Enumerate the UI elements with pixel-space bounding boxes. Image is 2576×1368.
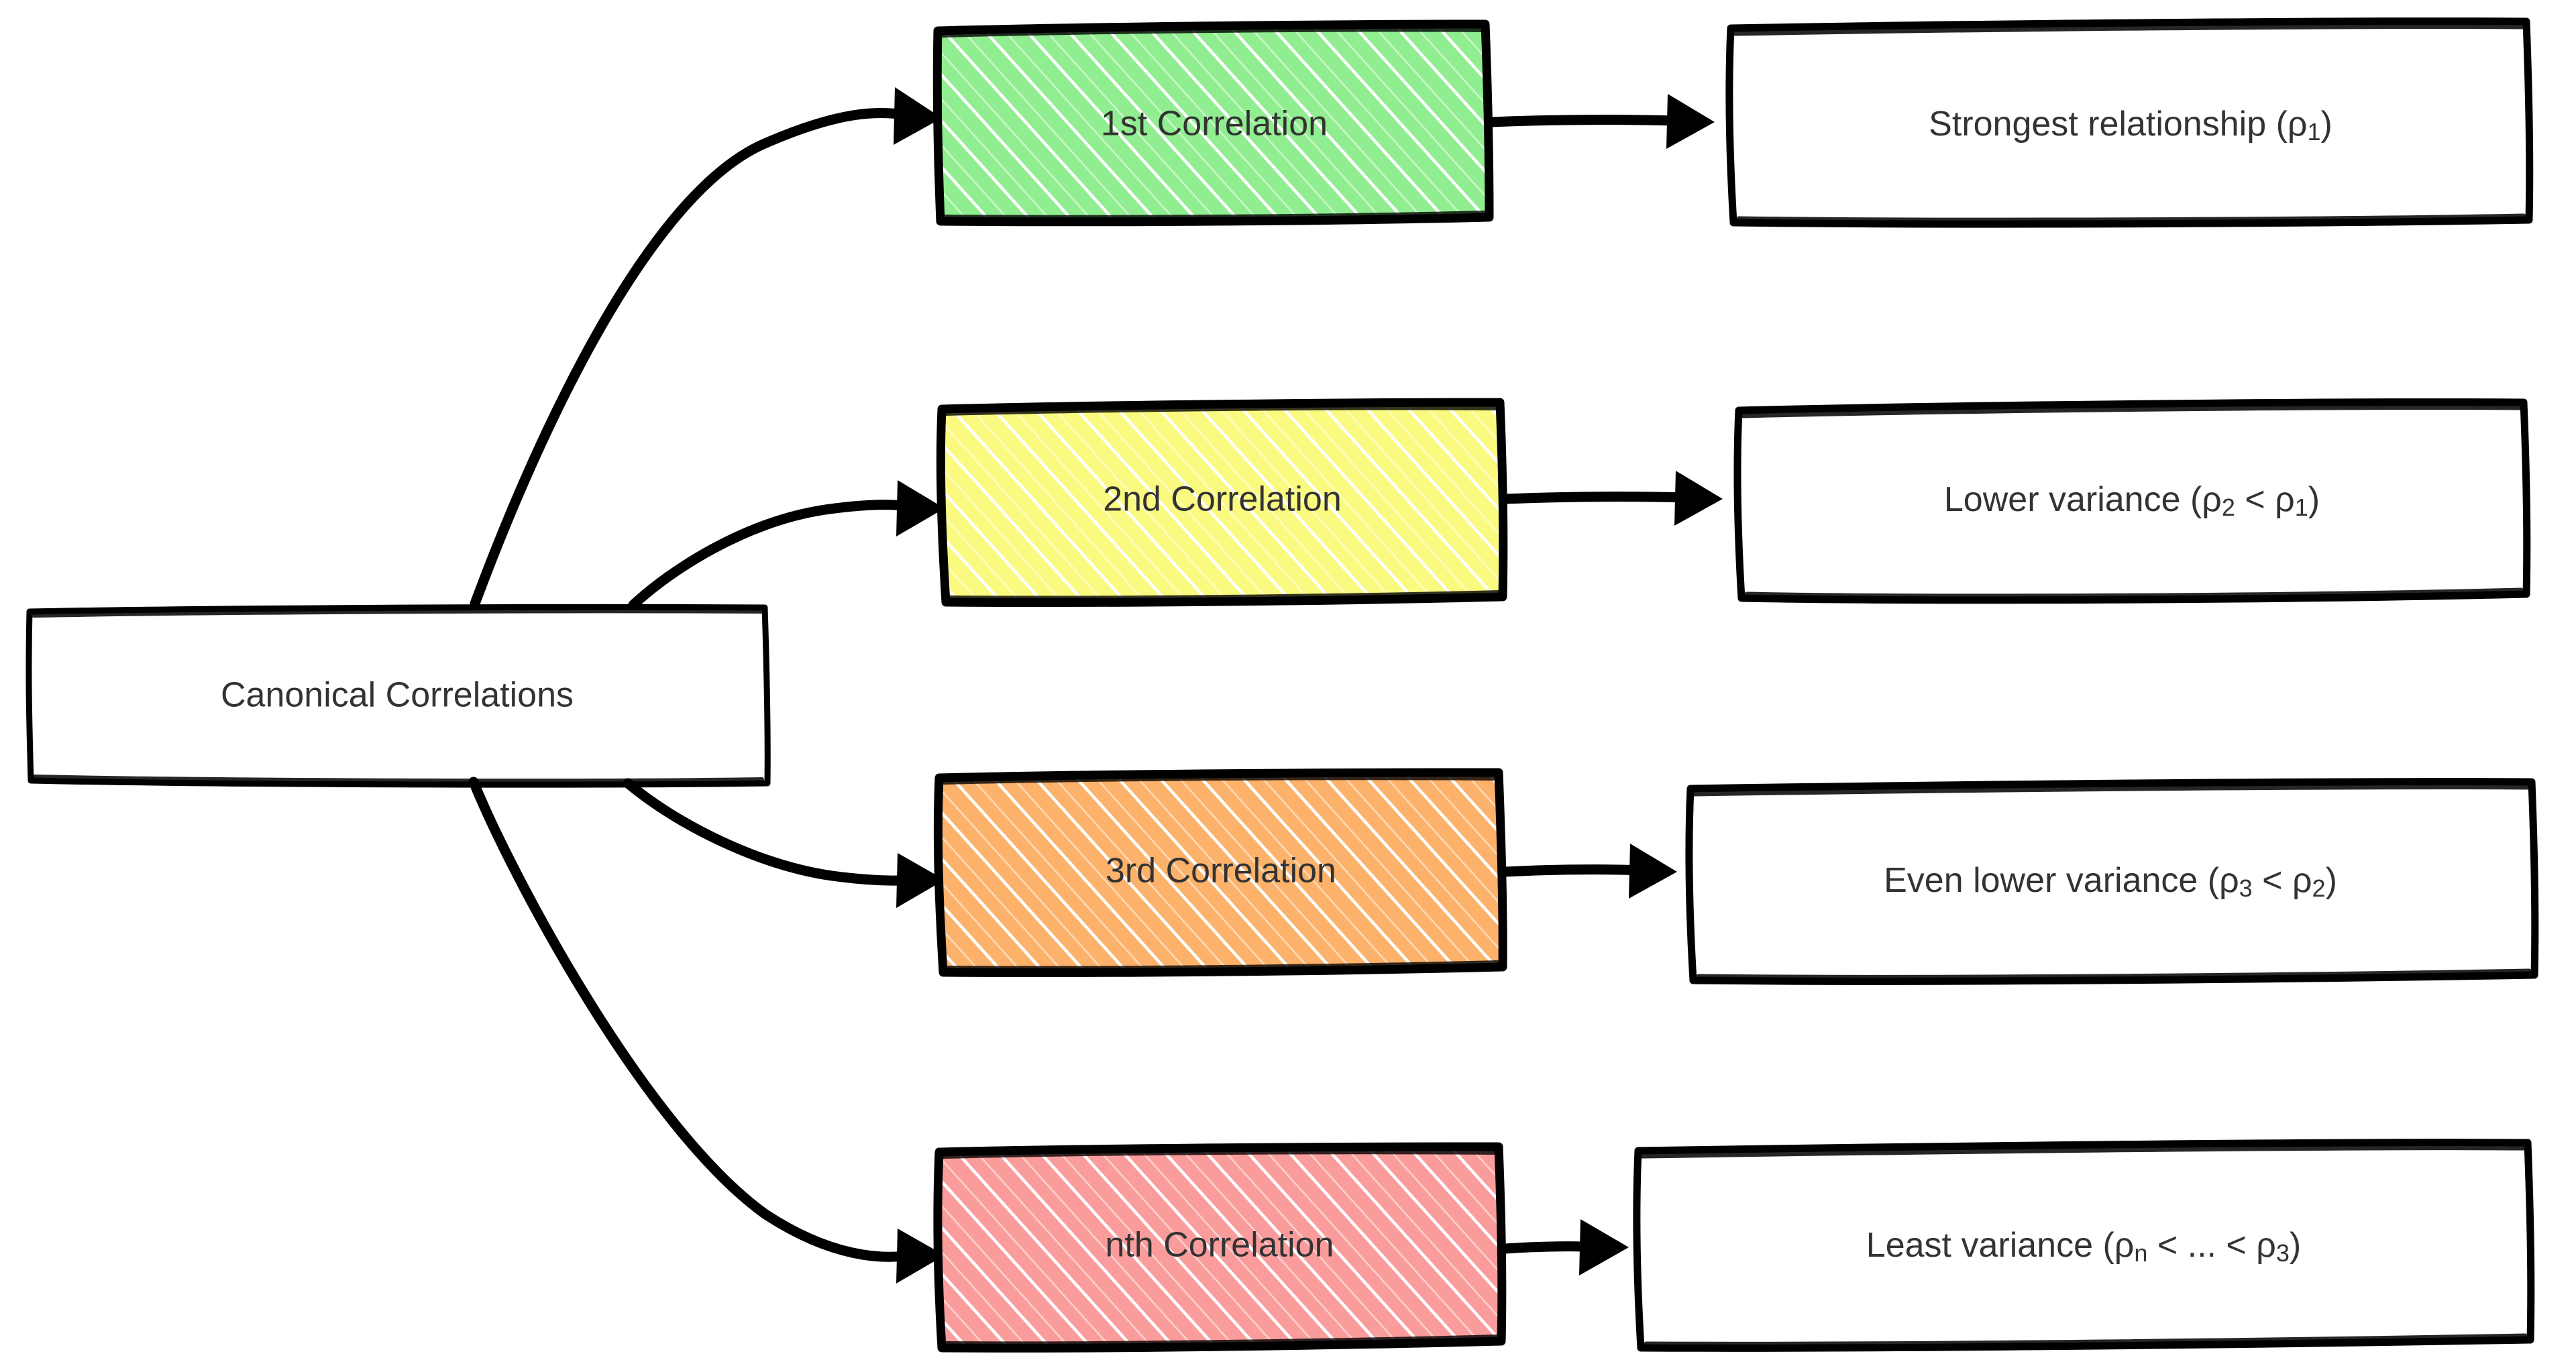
node-result-even-lower-variance[interactable]: Even lower variance (ρ3 < ρ2) — [1685, 778, 2539, 985]
arrowhead-icon — [896, 853, 945, 908]
arrowhead-icon — [1579, 1219, 1629, 1275]
arrowhead-icon — [894, 87, 942, 145]
node-label: Even lower variance (ρ3 < ρ2) — [1884, 861, 2337, 902]
arrowhead-icon — [1629, 844, 1677, 899]
node-outline-sketch — [1692, 785, 2532, 980]
node-label: Strongest relationship (ρ1) — [1929, 105, 2332, 146]
arrowhead-icon — [896, 480, 945, 536]
node-label: 3rd Correlation — [1106, 852, 1336, 891]
node-outline — [936, 398, 1508, 608]
edge-source-to-2nd[interactable] — [628, 480, 945, 610]
node-fill — [1739, 402, 2526, 598]
node-result-lower-variance[interactable]: Lower variance (ρ2 < ρ1) — [1733, 398, 2531, 604]
node-fill — [939, 773, 1503, 972]
node-canonical-correlations[interactable]: Canonical Correlations — [25, 604, 771, 788]
node-fill — [939, 1147, 1501, 1348]
node-fill — [1731, 21, 2529, 223]
arrowhead-icon — [1666, 94, 1715, 149]
node-outline — [1633, 1139, 2535, 1352]
edge-source-to-3rd[interactable] — [623, 778, 945, 908]
node-label: nth Correlation — [1105, 1226, 1334, 1265]
row-3: 3rd Correlation Even lower variance (ρ3 … — [933, 768, 2539, 985]
edge-3rd-to-result[interactable] — [1500, 844, 1677, 899]
row-4: nth Correlation Least variance (ρn < ...… — [933, 1139, 2535, 1353]
node-outline-sketch — [32, 609, 764, 783]
edge-nth-to-result[interactable] — [1500, 1219, 1629, 1275]
node-label: Canonical Correlations — [221, 676, 574, 715]
node-fill — [30, 608, 767, 783]
node-label: Least variance (ρn < ... < ρ3) — [1866, 1226, 2301, 1267]
node-label: 2nd Correlation — [1103, 480, 1342, 519]
node-outline-sketch — [943, 404, 1501, 602]
edge-1st-to-result[interactable] — [1487, 94, 1715, 149]
node-outline-sketch — [1740, 405, 2524, 599]
edge-source-to-1st[interactable] — [470, 87, 942, 609]
node-outline — [932, 19, 1494, 227]
node-outline — [1725, 17, 2534, 228]
row-2: 2nd Correlation Lower variance (ρ2 < ρ1) — [936, 398, 2531, 608]
node-outline-sketch — [941, 775, 1500, 972]
node-fill — [1638, 1143, 2530, 1348]
node-outline — [1685, 778, 2539, 985]
node-fill — [942, 402, 1503, 602]
row-1: 1st Correlation Strongest relationship (… — [932, 17, 2534, 228]
node-result-least-variance[interactable]: Least variance (ρn < ... < ρ3) — [1633, 1139, 2535, 1352]
edge-source-to-nth[interactable] — [468, 777, 945, 1284]
edge-2nd-to-result[interactable] — [1500, 471, 1723, 526]
node-fill — [1690, 782, 2534, 980]
arrowhead-icon — [1674, 471, 1723, 526]
node-outline-sketch — [939, 26, 1487, 221]
node-result-strongest-relationship[interactable]: Strongest relationship (ρ1) — [1725, 17, 2534, 228]
node-label: Lower variance (ρ2 < ρ1) — [1944, 480, 2320, 521]
node-1st-correlation[interactable]: 1st Correlation — [932, 19, 1494, 227]
node-fill — [938, 24, 1489, 221]
node-outline-sketch — [941, 1149, 1500, 1347]
node-outline — [1733, 398, 2531, 604]
node-outline — [25, 604, 771, 788]
arrowhead-icon — [896, 1229, 945, 1284]
node-2nd-correlation[interactable]: 2nd Correlation — [936, 398, 1508, 608]
node-outline-sketch — [1640, 1145, 2528, 1347]
node-outline-sketch — [1732, 24, 2526, 223]
node-label: 1st Correlation — [1101, 105, 1328, 144]
branch-edges — [468, 87, 945, 1284]
node-3rd-correlation[interactable]: 3rd Correlation — [933, 768, 1507, 978]
node-nth-correlation[interactable]: nth Correlation — [933, 1142, 1507, 1353]
